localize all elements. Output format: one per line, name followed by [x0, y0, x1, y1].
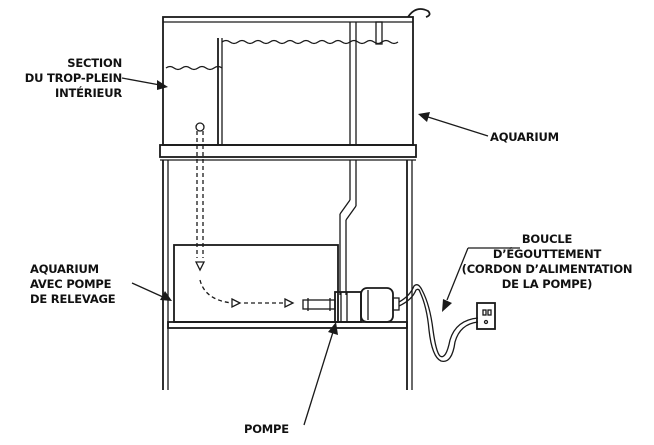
label-sump-line-1: AQUARIUM: [30, 262, 99, 276]
label-sump: AQUARIUM AVEC POMPE DE RELEVAGE: [30, 262, 116, 307]
label-pump-text: POMPE: [244, 422, 289, 436]
return-nozzle: [407, 8, 431, 18]
return-pipe: [339, 160, 357, 295]
label-overflow-line-3: INTÉRIEUR: [55, 86, 122, 100]
label-drip-loop-line-1: BOUCLE: [521, 232, 573, 246]
pump: [302, 287, 400, 323]
cabinet-stand: [159, 144, 417, 390]
overflow-drain-pipe: [194, 122, 206, 272]
label-overflow-line-1: SECTION: [67, 56, 122, 70]
label-aquarium: AQUARIUM: [490, 130, 559, 145]
label-aquarium-text: AQUARIUM: [490, 130, 559, 144]
label-overflow-section: SECTION DU TROP-PLEIN INTÉRIEUR: [14, 56, 122, 101]
label-drip-loop-line-3: (CORDON D’ALIMENTATION: [461, 262, 633, 276]
label-drip-loop-line-2: D’ÉGOUTTEMENT: [492, 247, 602, 261]
leader-arrows: [121, 77, 520, 426]
label-sump-line-3: DE RELEVAGE: [30, 292, 116, 306]
label-overflow-line-2: DU TROP-PLEIN: [24, 71, 122, 85]
internal-overflow-section: [217, 21, 383, 145]
label-sump-line-2: AVEC POMPE: [30, 277, 112, 291]
wall-outlet: [476, 302, 496, 330]
label-drip-loop: BOUCLE D’ÉGOUTTEMENT (CORDON D’ALIMENTAT…: [452, 232, 642, 292]
label-drip-loop-line-4: DE LA POMPE): [501, 277, 593, 291]
label-pump: POMPE: [244, 422, 289, 437]
sump-tank: [173, 244, 339, 323]
pump-power-cord: [398, 284, 479, 363]
